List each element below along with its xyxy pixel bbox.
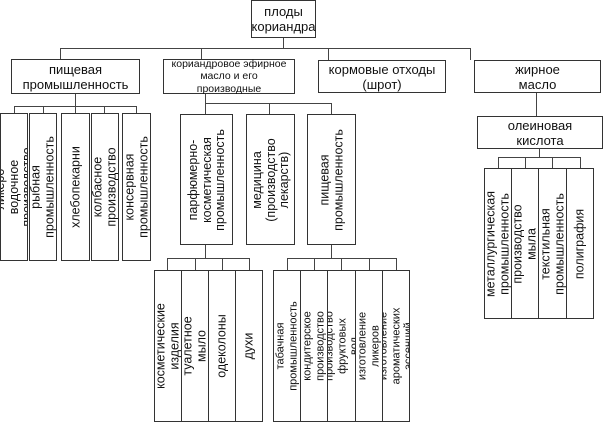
node-fish-industry: рыбная промышленность (29, 113, 57, 261)
node-soap-production: производство мыла (511, 168, 539, 319)
connector (205, 103, 331, 104)
node-tobacco-industry: табачная промышленность (273, 270, 301, 422)
node-food-industry: пищевая промышленность (11, 59, 140, 94)
connector (60, 48, 61, 59)
node-aromatic-essences-making: изготовление ароматических эссенций (382, 270, 410, 422)
node-metallurgical-industry: металлургическая промышленность (484, 168, 512, 319)
node-bakeries: хлебопекарни (61, 113, 90, 261)
node-label: плоды кориандра (251, 4, 316, 34)
node-label: текстильная промышленность (538, 192, 566, 295)
connector (43, 106, 44, 113)
connector (470, 48, 471, 60)
node-food-industry-oil: пищевая промышленность (307, 114, 356, 245)
node-label: ликеро-водочное производство (1, 147, 28, 227)
connector (60, 48, 471, 49)
connector (536, 92, 537, 116)
node-label: пищевая промышленность (317, 128, 345, 231)
connector (552, 157, 553, 168)
connector (75, 106, 76, 113)
connector (167, 258, 249, 259)
node-essential-oil: кориандровое эфирное масло и его произво… (163, 57, 295, 95)
connector (341, 258, 342, 270)
connector (287, 258, 288, 270)
connector (498, 157, 580, 158)
connector (283, 37, 284, 48)
node-label: изготовление ликеров (356, 311, 382, 381)
connector (222, 258, 223, 270)
node-label: кондитерское производство (301, 311, 327, 381)
node-label: кормовые отходы (шрот) (328, 61, 436, 92)
root-node-coriander-fruits: плоды кориандра (251, 0, 316, 38)
node-label: металлургическая промышленность (484, 190, 511, 297)
node-label: пищевая промышленность (22, 61, 129, 92)
node-label: олеиновая кислота (507, 117, 573, 148)
connector (331, 244, 332, 258)
node-label: табачная промышленность (274, 301, 300, 391)
connector (539, 148, 540, 157)
node-fatty-oil: жирное масло (474, 60, 601, 93)
node-perfumes: духи (235, 270, 263, 422)
node-liquor-production: ликеро-водочное производство (0, 113, 28, 261)
node-colognes: одеколоны (208, 270, 236, 422)
connector (205, 93, 206, 103)
node-label: жирное масло (515, 61, 560, 92)
node-printing: полиграфия (566, 168, 594, 319)
node-label: полиграфия (572, 208, 587, 279)
node-label: рыбная промышленность (29, 136, 56, 238)
node-label: одеколоны (214, 314, 229, 378)
connector (14, 106, 15, 113)
connector (525, 157, 526, 168)
node-confectionery-production: кондитерское производство (300, 270, 328, 422)
node-label: хлебопекарни (67, 146, 82, 228)
connector (75, 93, 76, 106)
node-medicine: медицина (производство лекарств) (246, 114, 295, 245)
node-toilet-soap: туалетное мыло (181, 270, 209, 422)
connector (201, 48, 202, 59)
connector (249, 258, 250, 270)
node-label: туалетное мыло (181, 316, 208, 376)
node-label: медицина (производство лекарств) (249, 137, 291, 222)
node-label: косметические изделия (154, 303, 181, 389)
connector (195, 258, 196, 270)
connector (136, 106, 137, 113)
node-textile-industry: текстильная промышленность (538, 168, 567, 319)
connector (369, 258, 370, 270)
node-fruit-water-production: производство фруктовых вод (327, 270, 356, 422)
node-cosmetic-products: косметические изделия (154, 270, 182, 422)
node-label: производство фруктовых вод (327, 311, 356, 381)
connector (396, 258, 397, 270)
node-sausage-production: колбасное производство (91, 113, 119, 261)
node-label: изготовление ароматических эссенций (382, 307, 410, 385)
connector (205, 244, 206, 258)
node-label: консервная промышленность (122, 136, 150, 238)
connector (205, 103, 206, 114)
connector (498, 157, 499, 168)
node-label: кориандровое эфирное масло и его произво… (171, 57, 287, 95)
connector (167, 258, 168, 270)
node-liqueur-making: изготовление ликеров (355, 270, 383, 422)
node-feed-waste: кормовые отходы (шрот) (318, 60, 446, 93)
connector (314, 258, 315, 270)
node-perfume-cosmetic-industry: парфюмерно- косметическая промышленность (180, 114, 233, 245)
node-label: колбасное производство (91, 147, 118, 227)
node-canning-industry: консервная промышленность (122, 113, 151, 261)
connector (104, 106, 105, 113)
node-oleic-acid: олеиновая кислота (477, 116, 603, 149)
node-label: парфюмерно- косметическая промышленность (185, 128, 227, 231)
connector (331, 103, 332, 114)
connector (328, 48, 329, 60)
connector (269, 103, 270, 114)
connector (580, 157, 581, 168)
node-label: производство мыла (511, 203, 538, 284)
node-label: духи (241, 332, 256, 360)
